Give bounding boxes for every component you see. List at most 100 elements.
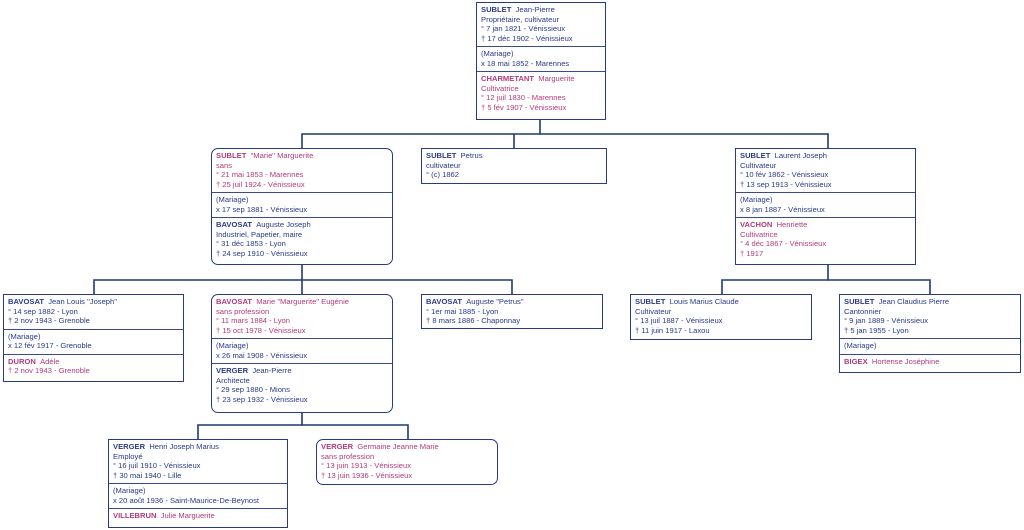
divider [477,71,605,72]
person-card-germaine-jeanne-marie-verger[interactable]: VERGER Germaine Jeanne Marie sans profes… [316,439,498,485]
spouse-surname: DURON [8,356,36,366]
spouse-occupation: Industriel, Papetier, maire [216,229,303,239]
spouse-birth: ° 29 sep 1880 - Mions [216,385,290,394]
spouse-surname: BIGEX [844,356,868,366]
occupation: Cultivateur [740,160,777,170]
given-name: Henri Joseph Marius [149,442,219,451]
surname: BAVOSAT [426,297,462,306]
person-card-jean-claudius-pierre-sublet[interactable]: SUBLET Jean Claudius Pierre Cantonnier °… [839,294,1021,373]
marriage-label: (Mariage) [740,195,773,204]
occupation: cultivateur [426,160,461,170]
spouse-surname: VILLEBRUN [113,511,157,520]
occupation: sans profession [216,306,270,316]
death: † 15 oct 1978 - Vénissieux [216,325,306,335]
spouse-death: † 23 sep 1932 - Vénissieux [216,394,308,404]
surname: SUBLET [481,5,512,14]
birth: ° 10 fév 1862 - Vénissieux [740,170,829,179]
marriage-label: (Mariage) [481,49,514,58]
person-card-henri-joseph-marius-verger[interactable]: VERGER Henri Joseph Marius Employé ° 16 … [108,439,288,528]
death: † 5 jan 1955 - Lyon [844,325,909,335]
person-card-jean-pierre-sublet[interactable]: SUBLET Jean-Pierre Propriétaire, cultiva… [476,2,606,120]
spouse-birth: ° 31 déc 1853 - Lyon [216,239,286,248]
person-card-laurent-joseph-sublet[interactable]: SUBLET Laurent Joseph Cultivateur ° 10 f… [735,148,916,265]
spouse-given-name: Hortense Joséphine [871,356,940,366]
divider [212,192,392,193]
spouse-surname: VERGER [216,366,249,375]
birth: ° 1er mai 1885 - Lyon [426,306,499,316]
spouse-surname: BAVOSAT [216,220,252,229]
spouse-death: † 24 sep 1910 - Vénissieux [216,248,308,258]
person-card-marie-marguerite-eugenie-bavosat[interactable]: BAVOSAT Marie "Marguerite" Eugénie sans … [211,294,393,413]
divider [840,338,1020,339]
death: † 11 juin 1917 - Laxou [635,325,710,335]
person-card-jean-louis-bavosat[interactable]: BAVOSAT Jean Louis "Joseph" ° 14 sep 188… [3,294,184,382]
spouse-given-name: Henriette [776,220,808,229]
spouse-given-name: Adèle [40,356,60,366]
given-name: "Marie" Marguerite [250,151,314,160]
birth: ° 16 juil 1910 - Vénissieux [113,461,201,470]
marriage-date: x 12 fév 1917 - Grenoble [8,341,92,350]
divider [212,338,392,339]
surname: VERGER [113,442,146,451]
occupation: sans [216,160,233,170]
death: † 25 juil 1924 - Vénissieux [216,179,305,189]
person-card-marie-marguerite-sublet[interactable]: SUBLET "Marie" Marguerite sans ° 21 mai … [211,148,393,265]
birth: ° 11 mars 1884 - Lyon [216,316,290,325]
spouse-death: † 2 nov 1943 - Grenoble [8,366,90,375]
spouse-surname: VACHON [740,220,773,229]
surname: SUBLET [216,151,247,160]
surname: SUBLET [426,151,457,160]
divider [212,363,392,364]
given-name: Laurent Joseph [774,151,827,160]
given-name: Petrus [460,151,483,160]
marriage-date: x 20 août 1936 - Saint-Maurice-De-Beynos… [113,495,260,505]
divider [840,353,1020,355]
spouse-occupation: Cultivatrice [740,229,778,239]
marriage-date: x 18 mai 1852 - Marennes [481,58,570,68]
marriage-date: x 17 sep 1881 - Vénissieux [216,204,308,214]
surname: SUBLET [844,297,875,306]
birth: ° 14 sep 1882 - Lyon [8,306,78,316]
given-name: Germaine Jeanne Marie [357,442,439,451]
surname: BAVOSAT [216,297,252,306]
birth: ° 13 juil 1887 - Vénissieux [635,316,723,325]
spouse-birth: ° 12 juil 1830 - Marennes [481,93,566,102]
divider [736,217,915,218]
death: † 8 mars 1886 - Chaponnay [426,316,521,325]
spouse-birth: ° 4 déc 1867 - Vénissieux [740,239,827,248]
divider [477,46,605,47]
marriage-label: (Mariage) [8,331,41,341]
marriage-date: x 26 mai 1908 - Vénissieux [216,350,308,360]
marriage-label: (Mariage) [113,486,146,495]
spouse-death: † 5 fév 1907 - Vénissieux [481,102,567,112]
death: † 30 mai 1940 - Lille [113,470,182,480]
marriage-label: (Mariage) [216,195,249,204]
occupation: Employé [113,451,143,461]
birth: ° 7 jan 1821 - Vénissieux [481,24,566,33]
surname: SUBLET [635,297,666,306]
spouse-given-name: Jean-Pierre [252,366,292,375]
death: † 17 déc 1902 - Vénissieux [481,33,573,43]
spouse-given-name: Auguste Joseph [256,220,311,229]
spouse-surname: CHARMETANT [481,74,535,83]
person-card-petrus-sublet[interactable]: SUBLET Petrus cultivateur ° (c) 1862 [421,148,607,184]
spouse-given-name: Julie Marguerite [160,511,215,520]
death: † 13 juin 1936 - Vénissieux [321,470,413,480]
divider [212,217,392,218]
occupation: Cultivateur [635,306,672,316]
divider [4,328,183,330]
birth: ° 13 juin 1913 - Vénissieux [321,461,411,470]
given-name: Jean Louis "Joseph" [48,297,117,306]
surname: VERGER [321,442,354,451]
marriage-date: x 8 jan 1887 - Vénissieux [740,204,825,214]
person-card-auguste-petrus-bavosat[interactable]: BAVOSAT Auguste "Petrus" ° 1er mai 1885 … [421,294,603,329]
occupation: Propriétaire, cultivateur [481,14,560,24]
given-name: Marie "Marguerite" Eugénie [256,297,349,306]
surname: SUBLET [740,151,771,160]
given-name: Auguste "Petrus" [466,297,524,306]
given-name: Jean-Pierre [515,5,555,14]
spouse-occupation: Architecte [216,375,250,385]
death: † 2 nov 1943 - Grenoble [8,316,90,325]
person-card-louis-marius-claude-sublet[interactable]: SUBLET Louis Marius Claude Cultivateur °… [630,294,812,340]
